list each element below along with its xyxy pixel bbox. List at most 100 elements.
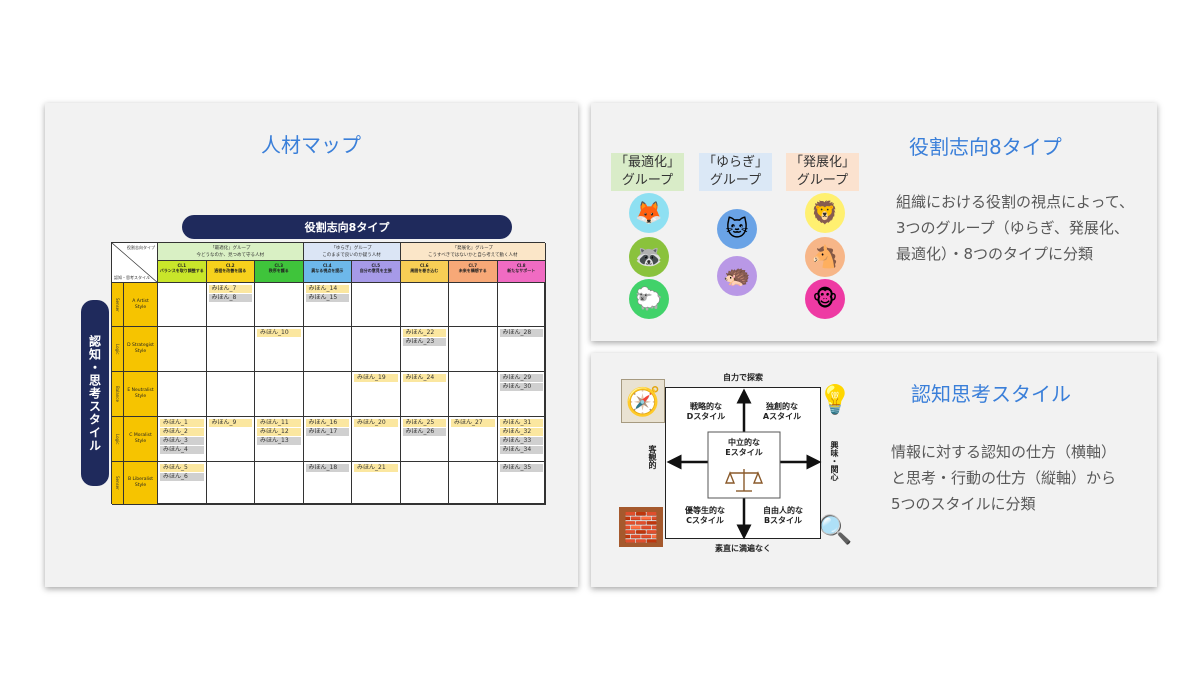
person-chip[interactable]: みほん_18 — [305, 464, 349, 472]
type-code: Cl.3 — [274, 263, 284, 268]
style-a-label: 独創的な Aスタイル — [750, 402, 814, 422]
person-chip[interactable]: みほん_16 — [305, 419, 349, 427]
cognitive-style-quadrant: 戦略的な Dスタイル 独創的な Aスタイル 中立的な Eスタイル 優等生的な C… — [665, 387, 822, 540]
style-row-axis: Senser — [112, 283, 124, 326]
lightbulb-icon: 💡 — [817, 382, 853, 416]
person-chip[interactable]: みほん_5 — [160, 464, 204, 472]
style-row-name: A Artist Style — [132, 298, 149, 310]
person-chip[interactable]: みほん_19 — [354, 374, 398, 382]
person-chip[interactable]: みほん_1 — [160, 419, 204, 427]
map-cell — [400, 462, 449, 505]
type-label: 過程を改善を図る — [214, 268, 247, 273]
map-cell — [158, 327, 207, 372]
person-chip[interactable]: みほん_15 — [305, 294, 349, 302]
map-cell: みほん_27 — [449, 417, 498, 462]
style-row-label: Senser A Artist Style — [112, 283, 158, 327]
map-cell: みほん_19 — [352, 372, 401, 417]
map-cell: みほん_28 — [497, 327, 546, 372]
type-code: Cl.4 — [322, 263, 332, 268]
map-cell — [303, 327, 352, 372]
person-chip[interactable]: みほん_22 — [402, 329, 446, 337]
map-cell — [206, 327, 255, 372]
person-chip[interactable]: みほん_21 — [354, 464, 398, 472]
style-row-name: E Neutralist Style — [127, 388, 154, 399]
map-cell — [400, 283, 449, 327]
type-code: Cl.6 — [419, 263, 429, 268]
person-chip[interactable]: みほん_32 — [499, 428, 543, 436]
style-c-name: Cスタイル — [686, 516, 724, 525]
person-chip[interactable]: みほん_14 — [305, 285, 349, 293]
type-code: Cl.5 — [371, 263, 381, 268]
map-cell — [352, 283, 401, 327]
type-code: Cl.1 — [177, 263, 187, 268]
horse-icon: 🐴 — [805, 237, 845, 277]
person-chip[interactable]: みほん_2 — [160, 428, 204, 436]
map-cell: みほん_35 — [497, 462, 546, 505]
map-cell — [449, 372, 498, 417]
sheep-icon: 🐑 — [629, 279, 669, 319]
brick-wall-icon: 🧱 — [619, 507, 663, 547]
person-chip[interactable]: みほん_7 — [208, 285, 252, 293]
cognitive-style-title: 認知思考スタイル — [911, 382, 1071, 406]
role-types-card: 役割志向8タイプ 「最適化」 グループ 「ゆらぎ」 グループ 「発展化」 グルー… — [591, 103, 1157, 341]
talent-map-card: 人材マップ 役割志向8タイプ 認知・思考スタイル 役割志向タイプ 認知・思考スタ… — [45, 103, 578, 587]
person-chip[interactable]: みほん_28 — [499, 329, 543, 337]
group-optimization-suffix: グループ — [621, 173, 674, 188]
style-e-name: Eスタイル — [725, 448, 763, 457]
person-chip[interactable]: みほん_30 — [499, 383, 543, 391]
person-chip[interactable]: みほん_4 — [160, 446, 204, 454]
axis-left-label: 客観的 — [648, 445, 657, 469]
group-header: 「ゆらぎ」グループこのままで良いのか疑う人材 — [303, 243, 401, 261]
style-e-adjective: 中立的な — [728, 438, 760, 447]
person-chip[interactable]: みほん_26 — [402, 428, 446, 436]
person-chip[interactable]: みほん_25 — [402, 419, 446, 427]
person-chip[interactable]: みほん_23 — [402, 338, 446, 346]
style-b-label: 自由人的な Bスタイル — [750, 506, 816, 526]
type-label: 秩序を護る — [268, 268, 289, 273]
person-chip[interactable]: みほん_29 — [499, 374, 543, 382]
person-chip[interactable]: みほん_34 — [499, 446, 543, 454]
person-chip[interactable]: みほん_17 — [305, 428, 349, 436]
cognitive-style-card: 認知思考スタイル 🧭 💡 🧱 🔍 自力で探索 素直に満遍なく 客観的 興味・関心 — [591, 353, 1157, 587]
cat-icon: 🐱 — [717, 209, 757, 249]
person-chip[interactable]: みほん_9 — [208, 419, 252, 427]
person-chip[interactable]: みほん_20 — [354, 419, 398, 427]
group-header-desc: このままで良いのか疑う人材 — [322, 253, 381, 258]
axis-arrows — [666, 388, 822, 540]
person-chip[interactable]: みほん_10 — [257, 329, 301, 337]
map-cell — [449, 327, 498, 372]
map-cell: みほん_10 — [255, 327, 304, 372]
map-cell — [158, 283, 207, 327]
group-development-suffix: グループ — [796, 173, 849, 188]
group-fluctuation-label: 「ゆらぎ」 グループ — [699, 153, 773, 191]
person-chip[interactable]: みほん_12 — [257, 428, 301, 436]
person-chip[interactable]: みほん_27 — [451, 419, 495, 427]
axis-right-label: 興味・関心 — [830, 441, 839, 481]
group-development-name: 「発展化」 — [790, 155, 856, 170]
person-chip[interactable]: みほん_31 — [499, 419, 543, 427]
style-row-name: D Strategist Style — [127, 343, 154, 354]
person-chip[interactable]: みほん_33 — [499, 437, 543, 445]
group-header: 「最適化」グループ今どうなのか、見つめて守る人材 — [158, 243, 304, 261]
person-chip[interactable]: みほん_35 — [499, 464, 543, 472]
person-chip[interactable]: みほん_8 — [208, 294, 252, 302]
person-chip[interactable]: みほん_24 — [402, 374, 446, 382]
person-chip[interactable]: みほん_6 — [160, 473, 204, 481]
person-chip[interactable]: みほん_11 — [257, 419, 301, 427]
person-chip[interactable]: みほん_3 — [160, 437, 204, 445]
map-cell — [449, 283, 498, 327]
type-code: Cl.8 — [516, 263, 526, 268]
person-chip[interactable]: みほん_13 — [257, 437, 301, 445]
